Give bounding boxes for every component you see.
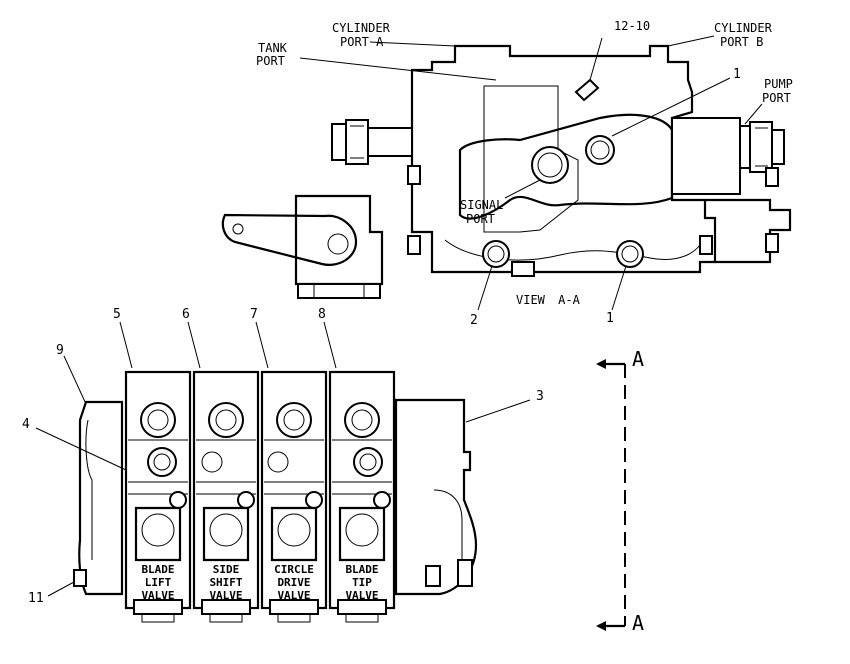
cylinder-port-b-label-line2: PORT B <box>720 35 763 49</box>
callout-1-bottom: 1 <box>606 311 614 326</box>
svg-text:BLADE: BLADE <box>345 563 378 576</box>
callout-7: 7 <box>250 307 258 322</box>
view-a-a-drawing <box>221 35 792 311</box>
cylinder-port-a-label-line1: CYLINDER <box>332 21 391 35</box>
svg-text:DRIVE: DRIVE <box>277 576 310 589</box>
callout-4: 4 <box>22 417 30 432</box>
valve-label-circle-drive: CIRCLE DRIVE VALVE <box>274 563 314 602</box>
svg-text:VALVE: VALVE <box>209 589 242 602</box>
callout-5: 5 <box>113 307 121 322</box>
svg-text:VALVE: VALVE <box>141 589 174 602</box>
pump-port-label-line2: PORT <box>762 91 791 105</box>
callout-6: 6 <box>182 307 190 322</box>
signal-port-label-line1: SIGNAL <box>460 198 503 212</box>
tank-port-label-line2: PORT <box>256 54 285 68</box>
svg-text:SIDE: SIDE <box>213 563 240 576</box>
callout-2: 2 <box>470 313 478 328</box>
section-marker-a-bottom: A <box>632 611 644 635</box>
callout-12-10: 12-10 <box>614 19 650 33</box>
svg-text:VALVE: VALVE <box>345 589 378 602</box>
callout-11: 11 <box>28 591 44 606</box>
cylinder-port-b-label-line1: CYLINDER <box>714 21 773 35</box>
svg-text:TIP: TIP <box>352 576 372 589</box>
signal-port-label-line2: PORT <box>466 212 495 226</box>
valve-label-blade-tip: BLADE TIP VALVE <box>345 563 378 602</box>
view-a-a-label: VIEW A-A <box>516 293 581 307</box>
svg-text:BLADE: BLADE <box>141 563 174 576</box>
section-marker-a-top: A <box>632 347 644 371</box>
valve-label-side-shift: SIDE SHIFT VALVE <box>209 563 242 602</box>
svg-text:LIFT: LIFT <box>145 576 172 589</box>
valve-bank-drawing <box>35 321 626 631</box>
pump-port-label-line1: PUMP <box>764 77 793 91</box>
tank-port-label-line1: TANK <box>258 41 288 55</box>
valve-label-blade-lift: BLADE LIFT VALVE <box>141 563 174 602</box>
svg-text:SHIFT: SHIFT <box>209 576 242 589</box>
callout-1-top: 1 <box>733 67 741 82</box>
svg-text:CIRCLE: CIRCLE <box>274 563 314 576</box>
callout-8: 8 <box>318 307 326 322</box>
svg-text:VALVE: VALVE <box>277 589 310 602</box>
callout-3: 3 <box>536 389 544 404</box>
cylinder-port-a-label-line2: PORT A <box>340 35 384 49</box>
callout-9: 9 <box>56 343 64 358</box>
